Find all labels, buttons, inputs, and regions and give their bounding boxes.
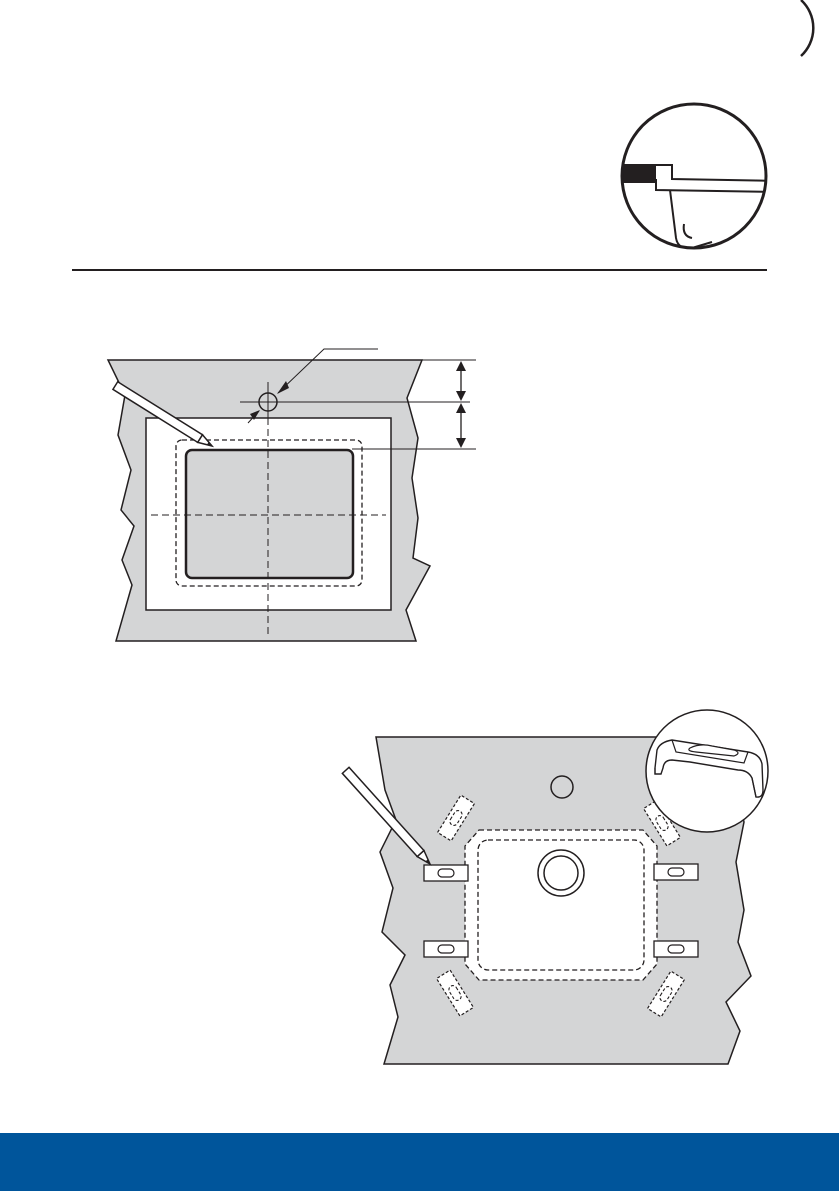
- mounting-clip: [424, 865, 468, 881]
- clip-placement-diagram: [342, 710, 768, 1064]
- dimension-arrow-lower: [456, 403, 466, 448]
- footer-band: [0, 1133, 839, 1191]
- mounting-clip-detail-callout: [646, 710, 768, 832]
- inner-sink-outline: [478, 840, 644, 970]
- mounting-clip: [424, 941, 468, 957]
- cutout-area: [186, 450, 353, 578]
- page-corner-arc: [801, 0, 813, 56]
- sink-rim-detail-callout: [600, 104, 780, 248]
- mounting-clip: [654, 941, 698, 957]
- mounting-clip: [654, 864, 698, 880]
- template-tracing-diagram: [108, 349, 476, 641]
- dimension-arrow-upper: [456, 361, 466, 401]
